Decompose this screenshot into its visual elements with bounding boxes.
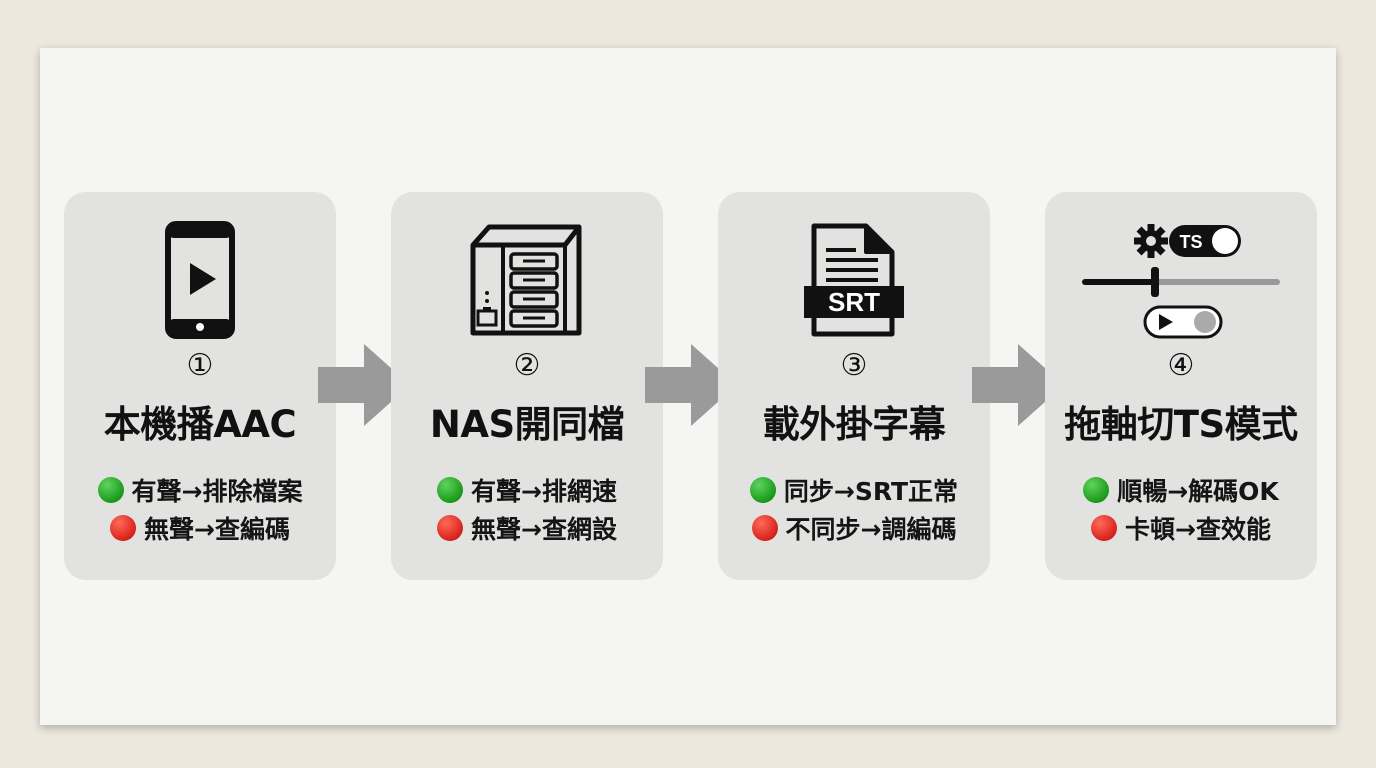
failure-outcome: 卡頓→查效能 bbox=[1045, 510, 1317, 546]
red-dot-icon bbox=[751, 515, 778, 541]
step-card-3: SRT ③ 載外掛字幕 同步→SRT正常 不同步→調編碼 bbox=[718, 192, 990, 580]
step-card-2: ② NAS開同檔 有聲→排網速 無聲→查網設 bbox=[391, 192, 663, 580]
step-number: ③ bbox=[840, 348, 868, 383]
success-outcome: 同步→SRT正常 bbox=[718, 472, 990, 508]
failure-outcome: 無聲→查網設 bbox=[391, 510, 663, 546]
failure-text: 無聲→查網設 bbox=[471, 515, 617, 544]
success-outcome: 有聲→排網速 bbox=[391, 472, 663, 508]
failure-text: 無聲→查編碼 bbox=[144, 515, 290, 544]
step-card-4: TS ④ 拖軸切TS模式 順暢→解碼OK 卡頓→查效能 bbox=[1045, 192, 1317, 580]
green-dot-icon bbox=[437, 477, 464, 503]
step-title: NAS開同檔 bbox=[429, 403, 625, 446]
step-card-1: ① 本機播AAC 有聲→排除檔案 無聲→查編碼 bbox=[64, 192, 336, 580]
failure-text: 卡頓→查效能 bbox=[1125, 515, 1271, 544]
step-number: ④ bbox=[1167, 348, 1195, 383]
srt-label: SRT bbox=[828, 287, 880, 317]
failure-outcome: 不同步→調編碼 bbox=[718, 510, 990, 546]
arrow-right-icon bbox=[318, 344, 410, 426]
arrow-right-icon bbox=[645, 344, 737, 426]
nas-server-icon bbox=[391, 220, 663, 340]
success-text: 有聲→排除檔案 bbox=[131, 477, 303, 506]
success-text: 有聲→排網速 bbox=[471, 477, 617, 506]
red-dot-icon bbox=[1091, 515, 1118, 541]
green-dot-icon bbox=[749, 477, 776, 503]
ts-toggle-icon: TS bbox=[1169, 225, 1241, 257]
step-number: ② bbox=[513, 348, 541, 383]
failure-outcome: 無聲→查編碼 bbox=[64, 510, 336, 546]
green-dot-icon bbox=[1083, 477, 1110, 503]
red-dot-icon bbox=[437, 515, 464, 541]
timeline-slider-icon bbox=[1082, 267, 1280, 297]
success-outcome: 有聲→排除檔案 bbox=[64, 472, 336, 508]
play-toggle-icon bbox=[1143, 305, 1223, 339]
success-outcome: 順暢→解碼OK bbox=[1045, 472, 1317, 508]
step-number: ① bbox=[186, 348, 214, 383]
srt-file-icon: SRT bbox=[718, 220, 990, 340]
red-dot-icon bbox=[110, 515, 137, 541]
player-settings-icon: TS bbox=[1045, 220, 1317, 340]
ts-label: TS bbox=[1179, 232, 1202, 252]
phone-play-icon bbox=[64, 220, 336, 340]
failure-text: 不同步→調編碼 bbox=[785, 515, 957, 544]
gear-icon bbox=[1134, 224, 1168, 258]
step-title: 拖軸切TS模式 bbox=[1064, 403, 1298, 446]
step-title: 載外掛字幕 bbox=[762, 403, 946, 446]
success-text: 順暢→解碼OK bbox=[1117, 477, 1279, 506]
arrow-right-icon bbox=[972, 344, 1064, 426]
step-title: 本機播AAC bbox=[103, 403, 297, 446]
green-dot-icon bbox=[97, 477, 124, 503]
success-text: 同步→SRT正常 bbox=[783, 477, 959, 506]
